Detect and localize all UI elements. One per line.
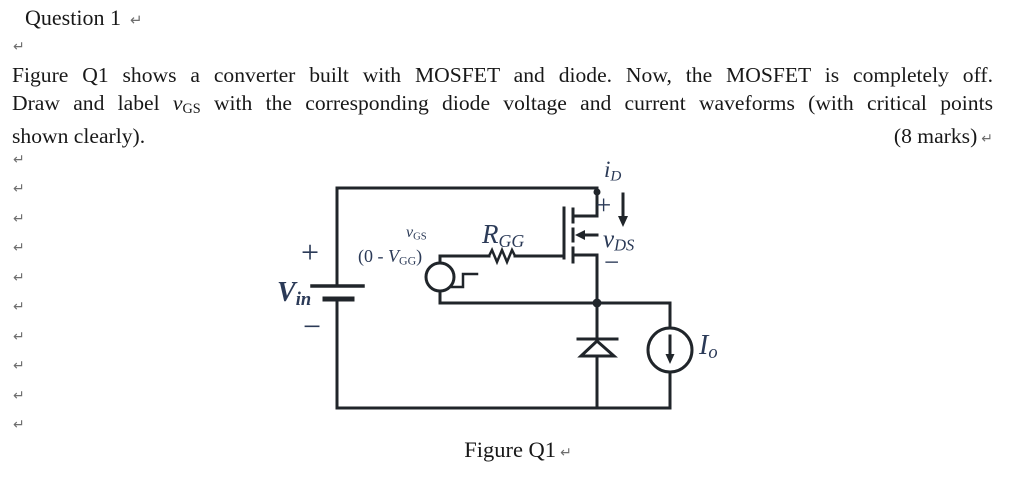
vgs-inline-subscript: GS	[182, 100, 201, 117]
id-subscript: D	[610, 167, 622, 185]
battery-minus-sign: −	[303, 308, 322, 344]
vds-base: v	[603, 226, 615, 253]
io-subscript: o	[708, 342, 718, 363]
vgs-label: vGS	[406, 224, 427, 242]
question-heading: Question 1 ↵	[25, 5, 143, 31]
paragraph-line-2: Draw and label vGS with the correspondin…	[12, 90, 993, 124]
paragraph-line-3-left: shown clearly).	[12, 124, 146, 149]
battery-plus-sign: +	[301, 234, 320, 270]
resistor-symbol	[487, 246, 517, 266]
return-mark-icon: ↵	[13, 387, 25, 404]
return-mark-icon: ↵	[981, 131, 993, 148]
return-mark-icon: ↵	[13, 299, 25, 316]
paragraph-line-3: shown clearly). (8 marks)↵	[12, 123, 993, 154]
question-paragraph: Figure Q1 shows a converter built with M…	[12, 62, 993, 154]
return-mark-icon: ↵	[13, 152, 25, 168]
marks-label: (8 marks)↵	[894, 123, 993, 154]
return-mark-icon: ↵	[13, 240, 25, 257]
vgs-subscript: GS	[413, 231, 427, 243]
id-base: i	[604, 157, 611, 182]
current-source-arrowhead	[665, 354, 675, 364]
vin-base: V	[277, 277, 296, 308]
return-mark-icon: ↵	[13, 39, 25, 55]
return-mark-icon: ↵	[13, 358, 25, 375]
rgg-base: R	[482, 219, 499, 249]
question-heading-text: Question 1	[25, 5, 121, 30]
return-mark-icon: ↵	[13, 210, 25, 227]
io-label: Io	[699, 330, 718, 363]
return-mark-icon: ↵	[13, 269, 25, 286]
return-mark-icon: ↵	[13, 181, 25, 198]
return-mark-icon: ↵	[560, 445, 572, 461]
drain-plus-sign: +	[596, 190, 612, 220]
voltage-source-circle	[424, 261, 456, 293]
vgg-range-label: (0 - VGG)	[358, 246, 422, 269]
wire-bottom-left-rail	[335, 297, 672, 410]
vgg-subscript: GG	[399, 253, 417, 268]
paragraph-line-2-prefix: Draw and label	[12, 90, 173, 115]
wire-top-left-rail	[335, 186, 599, 288]
return-mark-icon: ↵	[13, 416, 25, 433]
figure-caption: Figure Q1↵	[12, 437, 1024, 463]
figure-caption-text: Figure Q1	[464, 437, 557, 462]
vgg-base: V	[388, 246, 399, 266]
mosfet-source-lead	[571, 253, 599, 305]
return-mark-icon: ↵	[129, 11, 143, 29]
mosfet-body-arrowhead	[575, 230, 585, 240]
vgg-close: )	[416, 246, 423, 266]
id-arrowhead	[618, 216, 628, 227]
vds-label: vDS	[603, 226, 634, 256]
vgs-base: v	[406, 224, 414, 241]
node-dot	[592, 298, 602, 308]
return-mark-icon: ↵	[13, 328, 25, 345]
id-label: iD	[604, 157, 621, 185]
vds-minus-sign: −	[604, 247, 620, 277]
vin-label: Vin	[277, 277, 311, 310]
io-base: I	[699, 330, 709, 361]
step-waveform-icon	[450, 272, 479, 289]
vin-subscript: in	[295, 289, 312, 310]
vds-subscript: DS	[614, 235, 635, 255]
paragraph-marks-column: ↵ ↵ ↵ ↵ ↵ ↵ ↵ ↵ ↵ ↵	[13, 146, 25, 440]
rgg-subscript: GG	[498, 230, 525, 251]
node-dot	[593, 188, 601, 196]
rgg-label: RGG	[482, 219, 524, 252]
diode-triangle	[577, 338, 618, 358]
mosfet-drain-lead	[571, 186, 599, 218]
wire-gate-return	[438, 289, 599, 305]
vgg-open: (0 -	[358, 246, 388, 266]
marks-text: (8 marks)	[893, 124, 978, 149]
paragraph-line-1: Figure Q1 shows a converter built with M…	[12, 63, 993, 87]
paragraph-line-2-suffix: with the corresponding diode voltage and…	[200, 90, 993, 115]
vgs-inline-symbol: v	[172, 90, 183, 115]
